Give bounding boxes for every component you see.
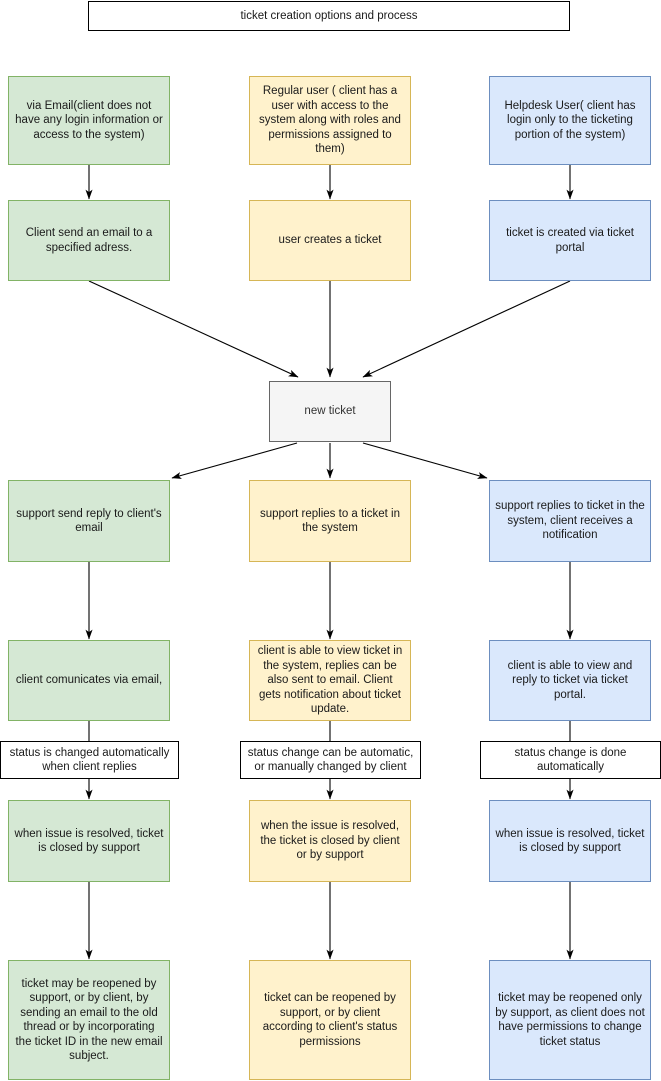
node-client-view-regular-user[interactable]: client is able to view ticket in the sys… [249,640,411,721]
node-status-change-email-label: status is changed automatically when cli… [9,746,170,774]
diagram-title-label: ticket creation options and process [240,9,418,22]
node-resolution-regular-user-label: when the issue is resolved, the ticket i… [260,820,400,862]
node-client-view-email[interactable]: client comunicates via email, [8,640,170,721]
node-status-change-helpdesk-user-label: status change is done automatically [514,746,627,774]
node-entry-helpdesk-user[interactable]: Helpdesk User( client has login only to … [489,76,651,165]
node-status-change-helpdesk-user[interactable]: status change is done automatically [480,741,661,779]
diagram-title-box: ticket creation options and process [88,1,570,31]
node-support-reply-helpdesk-user[interactable]: support replies to ticket in the system,… [489,480,651,562]
node-entry-helpdesk-user-label: Helpdesk User( client has login only to … [504,99,636,141]
node-support-reply-email[interactable]: support send reply to client's email [8,480,170,562]
node-client-view-email-label: client comunicates via email, [15,674,163,687]
node-entry-email-label: via Email(client does not have any login… [15,99,163,141]
node-new-ticket[interactable]: new ticket [269,381,391,442]
node-entry-regular-user-label: Regular user ( client has a user with ac… [259,85,401,156]
node-reopen-regular-user[interactable]: ticket can be reopened by support, or by… [249,960,411,1080]
node-support-reply-email-label: support send reply to client's email [16,507,162,535]
node-new-ticket-label: new ticket [304,405,356,418]
node-status-change-regular-user[interactable]: status change can be automatic, or manua… [240,741,421,779]
node-resolution-email-label: when issue is resolved, ticket is closed… [14,827,164,855]
node-creation-email[interactable]: Client send an email to a specified adre… [8,200,170,281]
node-creation-regular-user-label: user creates a ticket [278,234,382,247]
node-support-reply-helpdesk-user-label: support replies to ticket in the system,… [495,500,645,542]
node-reopen-helpdesk-user-label: ticket may be reopened only by support, … [495,992,645,1048]
node-resolution-helpdesk-user-label: when issue is resolved, ticket is closed… [495,827,645,855]
node-status-change-regular-user-label: status change can be automatic, or manua… [247,746,414,774]
node-creation-regular-user[interactable]: user creates a ticket [249,200,411,281]
node-resolution-helpdesk-user[interactable]: when issue is resolved, ticket is closed… [489,800,651,882]
node-reopen-regular-user-label: ticket can be reopened by support, or by… [262,992,398,1048]
node-support-reply-regular-user-label: support replies to a ticket in the syste… [260,507,400,535]
node-client-view-helpdesk-user[interactable]: client is able to view and reply to tick… [489,640,651,721]
node-creation-helpdesk-user[interactable]: ticket is created via ticket portal [489,200,651,281]
node-status-change-email[interactable]: status is changed automatically when cli… [0,741,179,779]
node-resolution-email[interactable]: when issue is resolved, ticket is closed… [8,800,170,882]
node-resolution-regular-user[interactable]: when the issue is resolved, the ticket i… [249,800,411,882]
node-reopen-helpdesk-user[interactable]: ticket may be reopened only by support, … [489,960,651,1080]
node-client-view-regular-user-label: client is able to view ticket in the sys… [257,645,403,716]
node-client-view-helpdesk-user-label: client is able to view and reply to tick… [507,659,633,701]
node-reopen-email-label: ticket may be reopened by support, or by… [15,977,163,1063]
node-entry-email[interactable]: via Email(client does not have any login… [8,76,170,165]
node-creation-email-label: Client send an email to a specified adre… [25,227,153,254]
node-entry-regular-user[interactable]: Regular user ( client has a user with ac… [249,76,411,165]
node-reopen-email[interactable]: ticket may be reopened by support, or by… [8,960,170,1080]
node-support-reply-regular-user[interactable]: support replies to a ticket in the syste… [249,480,411,562]
node-creation-helpdesk-user-label: ticket is created via ticket portal [506,227,634,254]
